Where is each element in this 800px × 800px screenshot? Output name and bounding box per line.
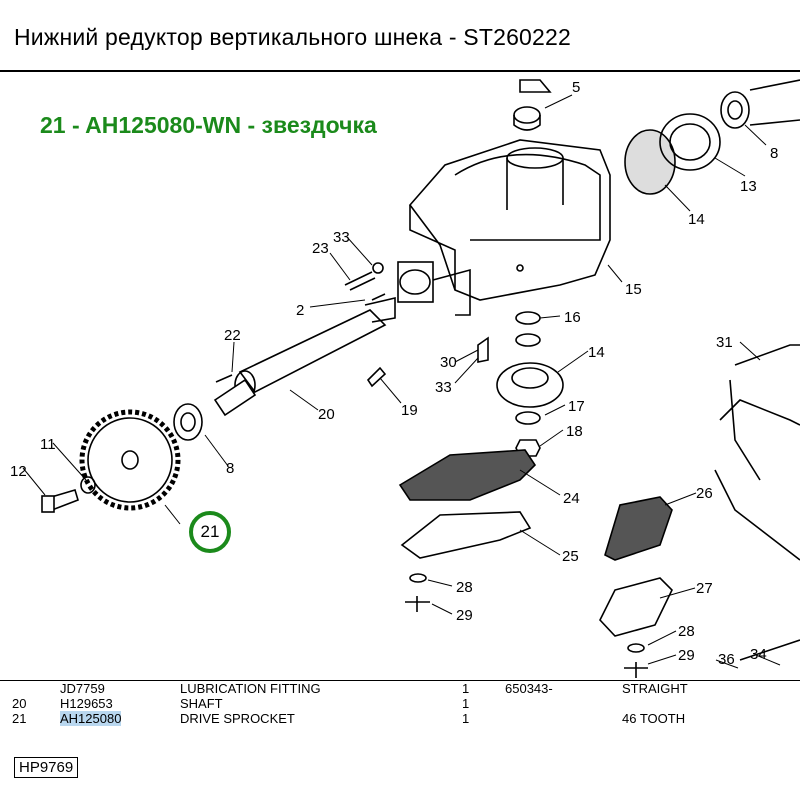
parts-table-divider [0,680,800,681]
part-qty: 1 [462,711,470,726]
highlighted-callout-21[interactable]: 21 [189,511,231,553]
callout-8b: 8 [226,460,234,477]
part-remark: STRAIGHT [622,681,688,696]
callout-15: 15 [625,281,642,298]
callout-17: 17 [568,398,585,415]
callout-33: 33 [333,229,350,246]
callout-28: 28 [456,579,473,596]
callout-16: 16 [564,309,581,326]
callout-12: 12 [10,463,27,480]
part-description: SHAFT [180,696,223,711]
callout-22: 22 [224,327,241,344]
callout-20: 20 [318,406,335,423]
callout-19: 19 [401,402,418,419]
callout-33b: 33 [435,379,452,396]
callout-36: 36 [718,651,735,668]
part-number: H129653 [60,696,113,711]
part-qty: 1 [462,696,470,711]
callout-28b: 28 [678,623,695,640]
callout-14: 14 [688,211,705,228]
part-remark: 46 TOOTH [622,711,686,726]
part-number: JD7759 [60,681,105,696]
table-row[interactable]: 21 AH125080 DRIVE SPROCKET 1 46 TOOTH [0,711,800,727]
callout-8: 8 [770,145,778,162]
table-row[interactable]: JD7759 LUBRICATION FITTING 1 650343- STR… [0,681,800,697]
title-divider [0,70,800,72]
callout-30: 30 [440,354,457,371]
page-title: Нижний редуктор вертикального шнека - ST… [14,24,572,50]
callout-11: 11 [40,436,56,453]
part-description: LUBRICATION FITTING [180,681,321,696]
part-description: DRIVE SPROCKET [180,711,295,726]
callout-25: 25 [562,548,579,565]
callout-23: 23 [312,240,329,257]
part-qty: 1 [462,681,470,696]
item-number: 20 [12,696,27,711]
callout-13: 13 [740,178,757,195]
callout-29b: 29 [678,647,695,664]
callout-29: 29 [456,607,473,624]
serial-range: 650343- [505,681,553,696]
table-row[interactable]: 20 H129653 SHAFT 1 [0,696,800,712]
callout-5: 5 [572,79,580,96]
diagram-code: HP9769 [14,757,79,778]
highlighted-part-caption: 21 - AH125080-WN - звездочка [40,112,377,138]
callout-26: 26 [696,485,713,502]
item-number: 21 [12,711,27,726]
callout-34: 34 [750,646,767,663]
exploded-parts-diagram: 5 8 13 14 15 33 23 2 16 30 33 14 22 20 1… [10,79,800,678]
callout-2: 2 [296,302,304,319]
callout-24: 24 [563,490,580,507]
callout-27: 27 [696,580,713,597]
part-number-highlighted: AH125080 [60,711,122,726]
callout-18: 18 [566,423,583,440]
callout-14b: 14 [588,344,605,361]
callout-31: 31 [716,334,733,351]
